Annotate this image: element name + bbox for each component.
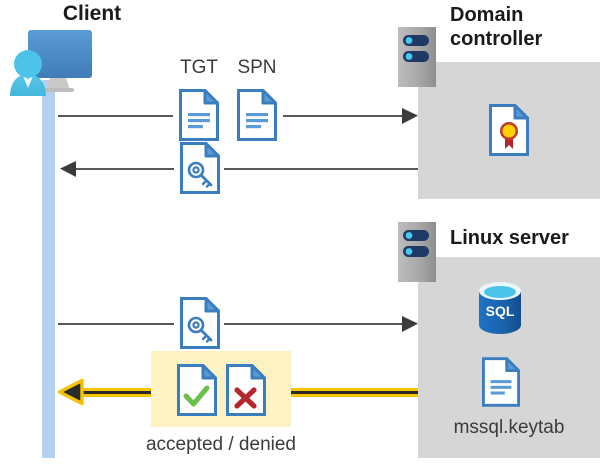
- denied-document-icon: [226, 364, 266, 416]
- domain-controller-title-line2: controller: [450, 27, 543, 50]
- tgt-document-icon: [179, 89, 219, 141]
- message-3-arrowhead: [402, 315, 420, 333]
- client-lifeline: [42, 80, 55, 458]
- message-1-line-left: [58, 115, 173, 117]
- message-1-line-right: [283, 115, 406, 117]
- page-title-linux-server: Linux server: [450, 227, 569, 249]
- sql-label: SQL: [486, 303, 515, 319]
- message-3-line-right: [224, 323, 406, 325]
- message-2-line-right: [224, 168, 418, 170]
- domain-controller-title-line1: Domain: [450, 4, 524, 26]
- message-1-arrowhead: [402, 107, 420, 125]
- spn-label: SPN: [237, 57, 277, 78]
- message-2-line-left: [72, 168, 174, 170]
- x-icon: [234, 387, 257, 409]
- page-title-domain-controller: Domain controller: [450, 4, 600, 51]
- spn-document-icon: [237, 89, 277, 141]
- message-4-line-right: [291, 388, 418, 397]
- sql-database-icon: SQL: [477, 282, 523, 334]
- message-3-line-left: [58, 323, 174, 325]
- ticket-key-document-icon-dc-response: [180, 142, 220, 194]
- ticket-key-document-icon-client-request: [180, 297, 220, 349]
- accepted-denied-highlight: [151, 351, 291, 427]
- tgt-label: TGT: [180, 57, 218, 78]
- message-2-arrowhead: [58, 160, 76, 178]
- accepted-document-icon: [177, 364, 217, 416]
- keytab-document-icon: [482, 357, 520, 407]
- message-4-line-left: [75, 388, 151, 397]
- keytab-filename-label: mssql.keytab: [453, 417, 565, 438]
- certificate-document-icon: [489, 104, 529, 156]
- message-4-arrowhead: [57, 378, 84, 406]
- check-icon: [183, 385, 210, 407]
- server-rack-icon-domain-controller: [398, 27, 436, 87]
- page-title-client: Client: [62, 2, 122, 25]
- accepted-denied-caption: accepted / denied: [145, 434, 296, 455]
- user-monitor-icon: [4, 26, 100, 96]
- server-rack-icon-linux-server: [398, 222, 436, 282]
